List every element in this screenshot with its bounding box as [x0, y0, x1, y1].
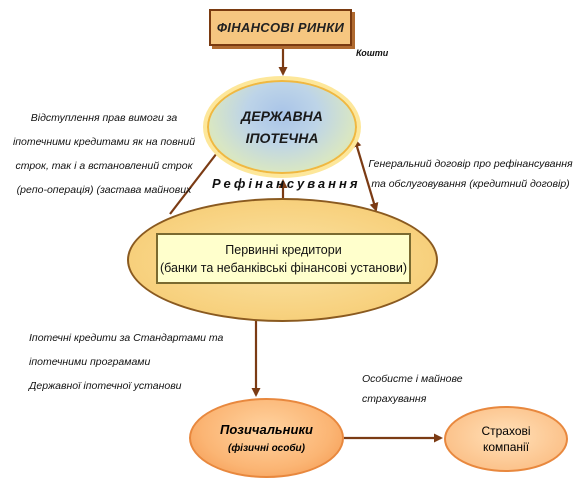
funds-label: Кошти: [356, 48, 389, 58]
insurance-type-text: Особисте і майнове страхування: [362, 369, 482, 409]
borrowers-ellipse: Позичальники (фізичні особи): [189, 398, 344, 478]
insurance-type-line-1: Особисте і майнове: [362, 373, 463, 385]
state-mortgage-line-1: ДЕРЖАВНА: [241, 108, 323, 124]
assignment-line-1: Відступлення прав вимоги за: [30, 112, 178, 124]
standards-line-1: Іпотечні кредити за Стандартами та: [29, 332, 224, 344]
arrow-state-primary-right: [352, 138, 379, 212]
standards-text: Іпотечні кредити за Стандартами та іпоте…: [29, 326, 239, 398]
general-agreement-line-1: Генеральний договір про рефінансування: [368, 158, 573, 170]
assignment-line-2: іпотечними кредитами як на повний: [12, 136, 196, 148]
primary-creditors-box: Первинні кредитори (банки та небанківськ…: [156, 233, 411, 284]
insurance-type-line-2: страхування: [362, 393, 427, 405]
borrowers-title: Позичальники: [220, 422, 313, 437]
insurance-companies-line-1: Страхові: [481, 424, 531, 438]
assignment-line-4: (репо-операція) (застава майнових: [16, 184, 192, 196]
primary-creditors-title: Первинні кредитори: [225, 242, 342, 257]
general-agreement-line-2: та обслуговування (кредитний договір): [371, 178, 570, 190]
arrow-primary-to-state-left: [169, 138, 229, 215]
standards-line-2: іпотечними програмами: [29, 356, 151, 368]
refinancing-label: Рефінансування: [212, 176, 361, 191]
assignment-of-claims-text: Відступлення прав вимоги за іпотечними к…: [6, 106, 202, 202]
assignment-line-3: строк, так і а встановлений строк: [15, 160, 193, 172]
borrowers-subtitle: (фізичні особи): [227, 443, 305, 454]
standards-line-3: Державної іпотечної установи: [29, 380, 182, 392]
financial-markets-label: ФІНАНСОВІ РИНКИ: [216, 20, 345, 35]
financial-markets-box: ФІНАНСОВІ РИНКИ: [209, 9, 352, 46]
insurance-companies-line-2: компанії: [482, 440, 530, 454]
primary-creditors-subtitle: (банки та небанківські фінансові установ…: [159, 260, 408, 275]
general-agreement-text: Генеральний договір про рефінансування т…: [368, 154, 573, 194]
state-mortgage-ellipse: ДЕРЖАВНА ІПОТЕЧНА: [207, 80, 357, 174]
state-mortgage-line-2: ІПОТЕЧНА: [245, 130, 319, 146]
insurance-companies-ellipse: Страхові компанії: [444, 406, 568, 472]
